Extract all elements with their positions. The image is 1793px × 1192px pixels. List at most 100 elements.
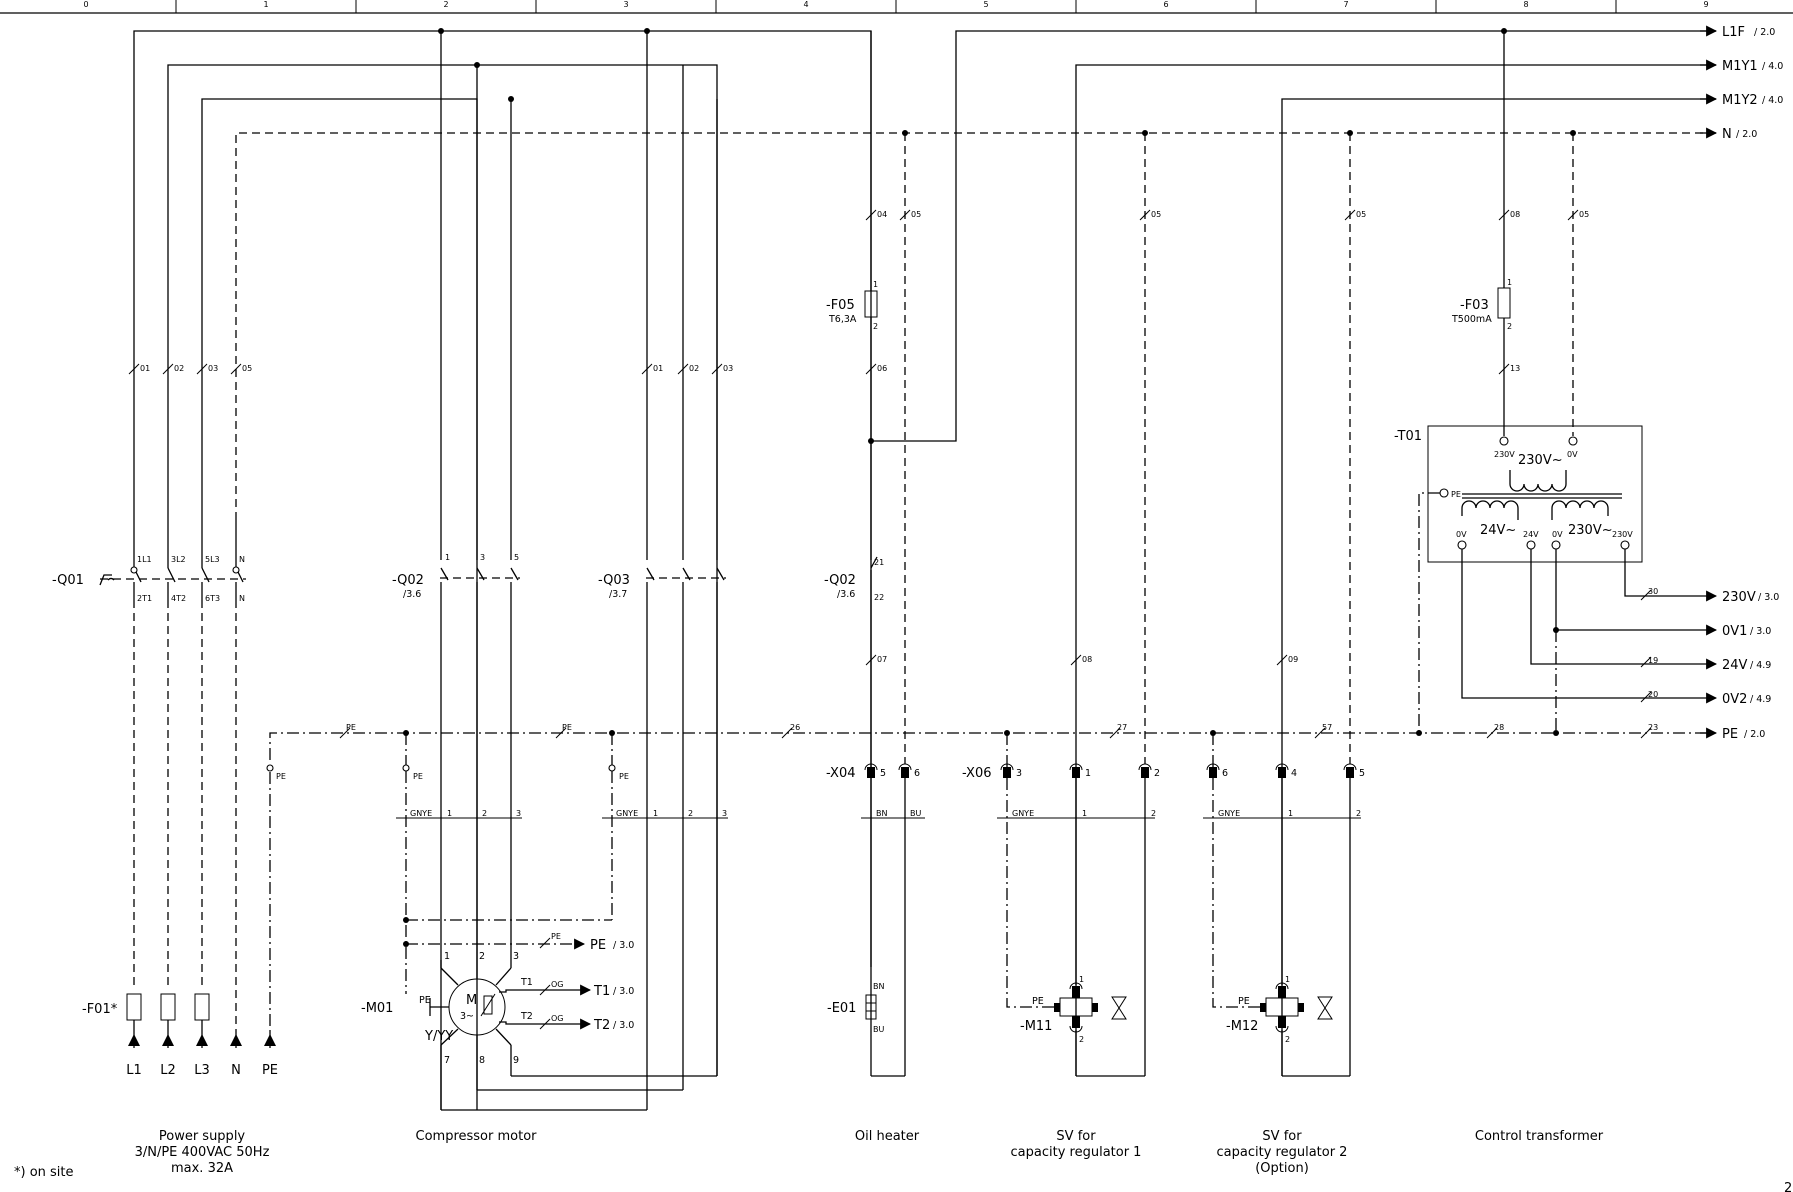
f05-pin-2: 2 (873, 322, 878, 331)
wire-57: 57 (1322, 723, 1332, 732)
arrow-230v-ref: / 3.0 (1758, 592, 1779, 603)
q02b-term-22: 22 (874, 593, 884, 602)
supply-l2: L2 (160, 1063, 176, 1078)
x06-term-2: 2 (1154, 768, 1160, 779)
compressor-motor-m01: -M01 Y/YY M 3~ PE 1 2 3 7 8 9 T1 T2 T1 /… (361, 951, 717, 1111)
q02-term-5: 5 (514, 553, 519, 562)
cable-1-core1: 1 (447, 809, 452, 818)
ruler-5: 5 (983, 0, 988, 9)
arrow-m1y2: M1Y2 (1722, 93, 1758, 108)
wire-og-2: OG (551, 1014, 564, 1023)
wire-26: 26 (790, 723, 800, 732)
motor-term-8: 8 (479, 1055, 485, 1066)
contactor-q03: -Q03 /3.7 (598, 567, 726, 1110)
t01-tag: -T01 (1394, 429, 1422, 444)
q03-tag: -Q03 (598, 573, 630, 588)
q01-tag: -Q01 (52, 573, 84, 588)
wire-05-sv2: 05 (1356, 210, 1366, 219)
sv1-core-1: 1 (1082, 809, 1087, 818)
wire-numbers (128, 209, 1652, 1030)
ruler-8: 8 (1523, 0, 1528, 9)
t01-s3: 0V (1552, 530, 1563, 539)
caption-power-supply-3: max. 32A (171, 1161, 233, 1176)
wire-02-q03: 02 (689, 364, 699, 373)
supply-n: N (231, 1063, 241, 1078)
control-transformer-t01: -T01 -F03 T500mA 1 2 230V 0V 230V~ 24V~ … (1394, 278, 1718, 733)
arrow-0v1: 0V1 (1722, 624, 1747, 639)
caption-oil-heater: Oil heater (855, 1129, 920, 1144)
caption-power-supply-1: Power supply (159, 1129, 246, 1144)
f01-tag: -F01* (82, 1002, 118, 1017)
cable-1-gnye: GNYE (410, 809, 432, 818)
cable-2-core1: 1 (653, 809, 658, 818)
sv1-core-gnye: GNYE (1012, 809, 1034, 818)
wire-23: 23 (1648, 723, 1658, 732)
x04-tag: -X04 (826, 766, 856, 781)
wire-13: 13 (1510, 364, 1520, 373)
q02-term-3: 3 (480, 553, 485, 562)
x04-term-5: 5 (880, 768, 886, 779)
arrow-m1y2-ref: / 4.0 (1762, 95, 1783, 106)
wire-og-1: OG (551, 980, 564, 989)
column-ruler: 0 1 2 3 4 5 6 7 8 9 (0, 0, 1793, 14)
t01-s2: 24V (1523, 530, 1539, 539)
wire-05-sv1: 05 (1151, 210, 1161, 219)
main-switch-q01: -Q01 1L1 3L2 5L3 N 2T1 4T2 6T3 N PE (52, 520, 286, 1032)
motor-t2: T2 (520, 1011, 533, 1022)
q02-ref: /3.6 (403, 589, 421, 600)
t01-s4: 230V (1612, 530, 1633, 539)
pe-q01-label: PE (276, 772, 286, 781)
f05-rating: T6,3A (828, 314, 857, 325)
contactor-q02: -Q02 /3.6 1 3 5 (392, 553, 520, 1110)
arrow-0v1-ref: / 3.0 (1750, 626, 1771, 637)
heater-core-bu: BU (910, 809, 921, 818)
f03-pin-2: 2 (1507, 322, 1512, 331)
f05-tag: -F05 (826, 298, 855, 313)
wire-pe-motor: PE (551, 932, 561, 941)
arrow-pe-ref: / 2.0 (1744, 729, 1765, 740)
wire-01-q03: 01 (653, 364, 663, 373)
m11-pin-1: 1 (1079, 975, 1084, 984)
f03-rating: T500mA (1451, 314, 1492, 325)
motor-term-9: 9 (513, 1055, 519, 1066)
footnote: *) on site (14, 1165, 74, 1180)
caption-sv2-1: SV for (1262, 1129, 1302, 1144)
fuse-block-f01: -F01* L1 L2 L3 N PE (82, 993, 278, 1078)
wire-10: 08 (1510, 210, 1520, 219)
pe-bus (269, 730, 1716, 760)
motor-term-1: 1 (444, 951, 450, 962)
supply-l3: L3 (194, 1063, 210, 1078)
cable-2-core2: 2 (688, 809, 693, 818)
wire-05-heater: 05 (911, 210, 921, 219)
x06-term-6: 6 (1222, 768, 1228, 779)
t01-pe: PE (1451, 490, 1461, 499)
q02b-ref: /3.6 (837, 589, 855, 600)
arrow-0v2-ref: / 4.9 (1750, 694, 1771, 705)
arrow-n: N (1722, 127, 1732, 142)
caption-compressor: Compressor motor (416, 1129, 538, 1144)
q02b-term-21: 21 (874, 558, 884, 567)
q01-terminal-5l3: 5L3 (205, 555, 220, 564)
motor-term-3: 3 (513, 951, 519, 962)
wire-27: 27 (1117, 723, 1127, 732)
motor-term-2: 2 (479, 951, 485, 962)
m01-tag: -M01 (361, 1001, 393, 1016)
caption-sv2-2: capacity regulator 2 (1217, 1145, 1348, 1160)
arrow-t1: T1 (593, 984, 610, 999)
ruler-2: 2 (443, 0, 448, 9)
m11-tag: -M11 (1020, 1019, 1052, 1034)
wire-19: 19 (1648, 656, 1658, 665)
outgoing-arrows: L1F / 2.0 M1Y1 / 4.0 M1Y2 / 4.0 N / 2.0 … (1700, 25, 1783, 742)
caption-transformer: Control transformer (1475, 1129, 1604, 1144)
wire-08: 08 (1082, 655, 1092, 664)
m12-pe: PE (1238, 996, 1250, 1007)
q01-terminal-n-bottom: N (239, 594, 245, 603)
wire-pe-1: PE (346, 723, 356, 732)
ruler-7: 7 (1343, 0, 1348, 9)
oil-heater-circuit: -F05 T6,3A 1 2 -Q02 /3.6 21 22 -X04 5 6 … (824, 31, 925, 1077)
motor-pe: PE (419, 995, 431, 1006)
motor-t1: T1 (520, 977, 533, 988)
sv1-core-2: 2 (1151, 809, 1156, 818)
motor-cables: PE PE GNYE 1 2 3 GNYE 1 2 3 PE / 3.0 (396, 733, 728, 994)
cable-2-gnye: GNYE (616, 809, 638, 818)
